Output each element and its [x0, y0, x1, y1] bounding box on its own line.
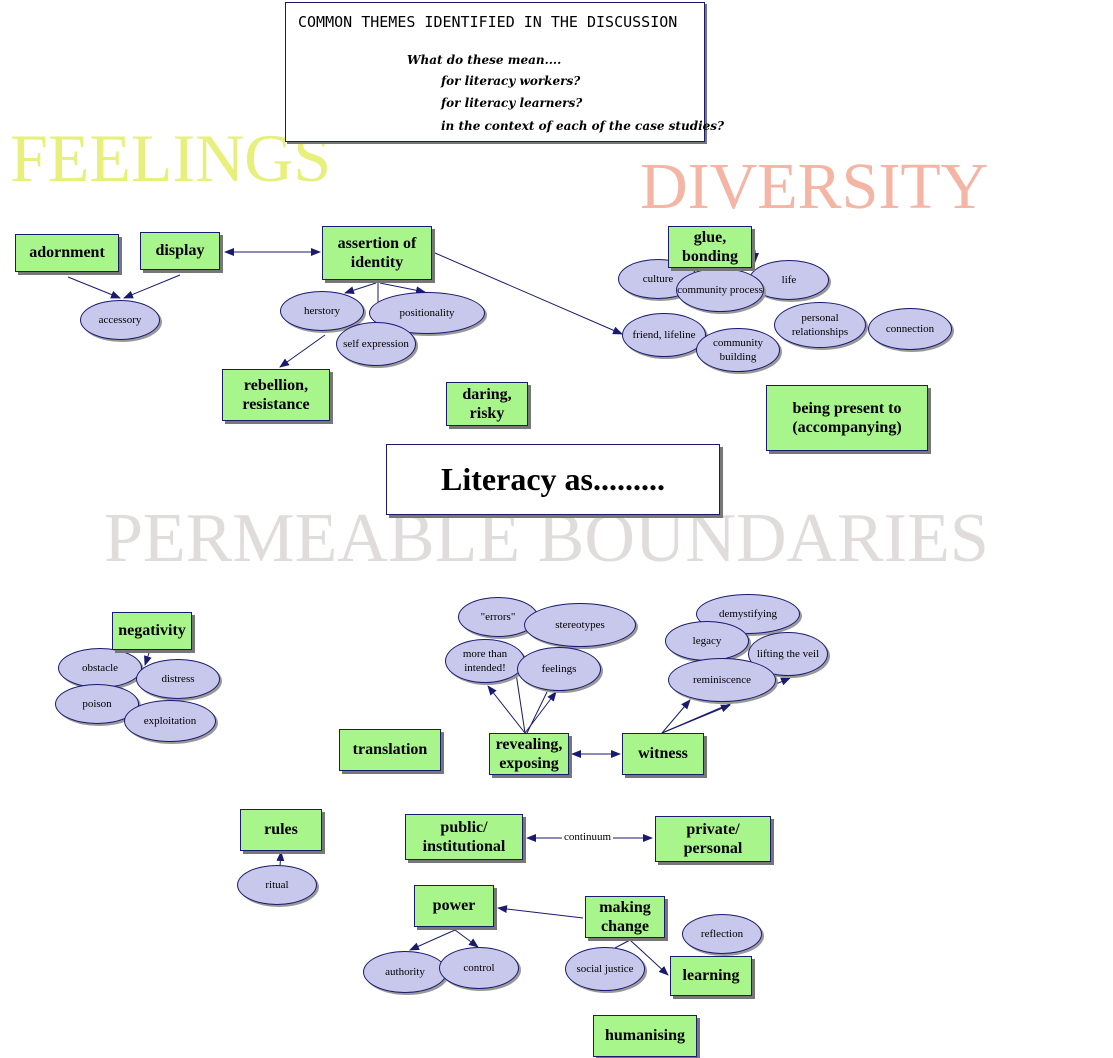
- node-rules[interactable]: rules: [240, 809, 322, 851]
- node-self-expression[interactable]: self expression: [336, 322, 416, 366]
- node-private-personal[interactable]: private/ personal: [655, 816, 771, 862]
- node-control[interactable]: control: [439, 947, 519, 989]
- node-accessory[interactable]: accessory: [80, 300, 160, 340]
- node-adornment[interactable]: adornment: [15, 234, 119, 272]
- node-public-institutional[interactable]: public/ institutional: [405, 814, 523, 860]
- theme-permeable-boundaries: PERMEABLE BOUNDARIES: [104, 500, 989, 577]
- node-personal-relationships[interactable]: personal relationships: [774, 302, 866, 348]
- continuum-label: continuum: [562, 831, 614, 843]
- node-learning[interactable]: learning: [670, 956, 752, 996]
- node-errors[interactable]: "errors": [458, 597, 538, 637]
- node-obstacle[interactable]: obstacle: [58, 648, 142, 688]
- node-negativity[interactable]: negativity: [112, 612, 192, 650]
- node-friend-lifeline[interactable]: friend, lifeline: [622, 313, 706, 357]
- central-node[interactable]: Literacy as.........: [386, 444, 720, 515]
- node-being-present-to[interactable]: being present to (accompanying): [766, 385, 928, 451]
- node-authority[interactable]: authority: [363, 951, 447, 993]
- node-more-than-intended[interactable]: more than intended!: [445, 639, 525, 683]
- node-community-building[interactable]: community building: [696, 328, 780, 372]
- node-reflection[interactable]: reflection: [682, 914, 762, 954]
- header-title: COMMON THEMES IDENTIFIED IN THE DISCUSSI…: [298, 13, 678, 31]
- header-question: What do these mean....: [407, 53, 562, 67]
- node-rebellion-resistance[interactable]: rebellion, resistance: [222, 369, 330, 421]
- header-line: for literacy learners?: [441, 96, 583, 110]
- node-assertion-of-identity[interactable]: assertion of identity: [322, 226, 432, 280]
- node-legacy[interactable]: legacy: [665, 621, 749, 661]
- node-stereotypes[interactable]: stereotypes: [524, 603, 636, 647]
- node-witness[interactable]: witness: [622, 733, 704, 775]
- node-daring-risky[interactable]: daring, risky: [446, 382, 528, 426]
- node-connection[interactable]: connection: [868, 308, 952, 350]
- node-glue-bonding[interactable]: glue, bonding: [668, 226, 752, 268]
- header-line: in the context of each of the case studi…: [441, 119, 725, 133]
- node-power[interactable]: power: [414, 885, 494, 927]
- node-feelings[interactable]: feelings: [517, 647, 601, 691]
- node-reminiscence[interactable]: reminiscence: [668, 658, 776, 702]
- node-translation[interactable]: translation: [339, 729, 441, 771]
- node-distress[interactable]: distress: [136, 659, 220, 699]
- header-box: COMMON THEMES IDENTIFIED IN THE DISCUSSI…: [285, 2, 724, 142]
- node-revealing-exposing[interactable]: revealing, exposing: [489, 733, 569, 775]
- node-exploitation[interactable]: exploitation: [124, 700, 216, 742]
- node-making-change[interactable]: making change: [585, 896, 665, 938]
- node-humanising[interactable]: humanising: [593, 1015, 697, 1057]
- node-herstory[interactable]: herstory: [280, 291, 364, 331]
- node-community-process[interactable]: community process: [676, 268, 764, 312]
- header-line: for literacy workers?: [441, 74, 581, 88]
- theme-diversity: DIVERSITY: [640, 150, 989, 223]
- node-ritual[interactable]: ritual: [237, 865, 317, 905]
- node-social-justice[interactable]: social justice: [565, 947, 645, 991]
- node-display[interactable]: display: [140, 232, 220, 270]
- theme-feelings: FEELINGS: [10, 120, 332, 196]
